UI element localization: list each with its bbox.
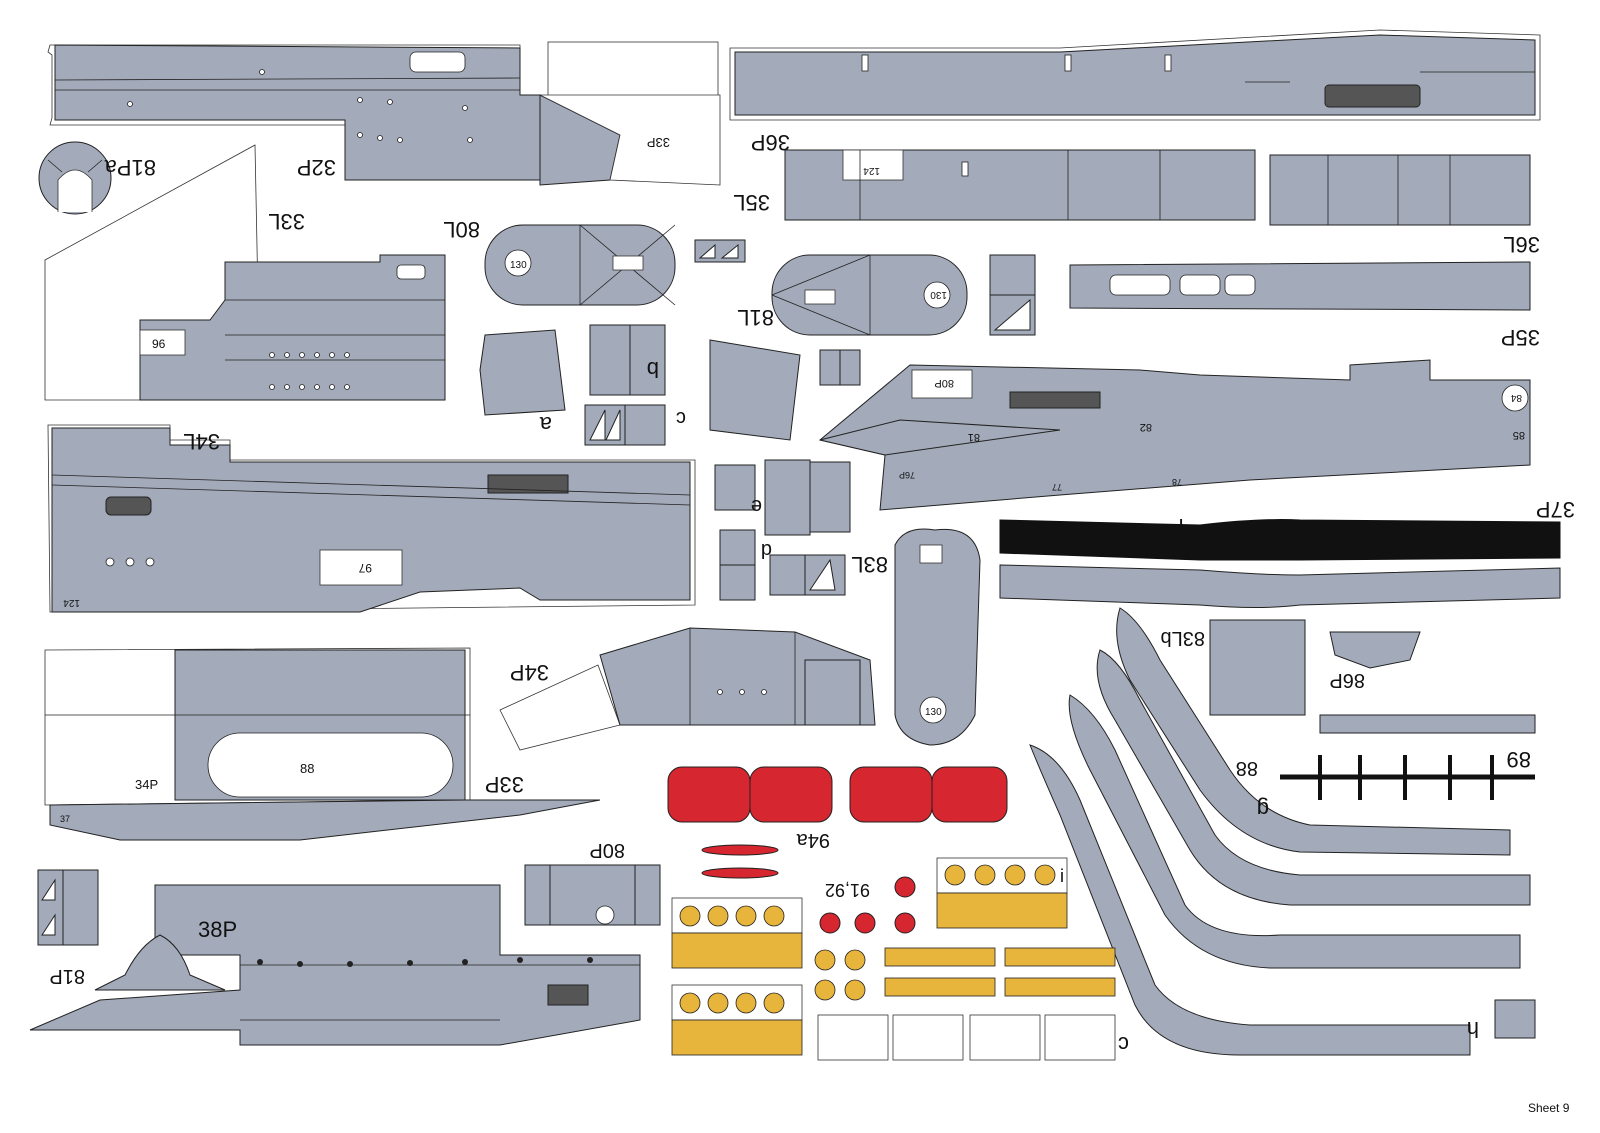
label-36P: 36P [751, 130, 790, 155]
number-82: 82 [1140, 421, 1152, 433]
part-36L: 36L [1269, 154, 1540, 257]
small-parts-cluster [479, 239, 1036, 601]
label-89: 89 [1507, 747, 1531, 772]
label-80P-inner: 80P [934, 377, 954, 389]
number-81: 81 [968, 431, 980, 443]
letter-h: h [1467, 1017, 1479, 1042]
part-34L: 97 124 34L [47, 424, 696, 613]
label-94a: 94a [796, 829, 830, 851]
label-80L: 80L [443, 217, 480, 242]
ladder-part: 88 [1236, 755, 1535, 800]
number-76P: 76P [899, 470, 915, 480]
part-83Lb: 83Lb [1161, 619, 1306, 716]
label-33P: 33P [485, 772, 524, 797]
letter-a: a [539, 412, 552, 437]
label-36L: 36L [1503, 232, 1540, 257]
part-86P: 86P [1329, 631, 1421, 691]
letter-b: b [647, 357, 659, 382]
number-130a: 130 [510, 260, 527, 271]
part-80L: 130 80L [443, 217, 676, 306]
label-32P: 32P [297, 155, 336, 180]
part-33P-small: 33P [539, 41, 721, 186]
letter-e: e [751, 495, 762, 517]
label-81L: 81L [737, 305, 774, 330]
letter-i: i [1060, 866, 1064, 886]
part-strips-f [999, 519, 1561, 608]
part-34P: 34P [499, 627, 876, 751]
number-97: 97 [358, 561, 372, 575]
label-80P: 80P [589, 839, 625, 861]
label-86P: 86P [1329, 669, 1365, 691]
part-35P: 35P [1069, 261, 1540, 350]
part-81Pa: 81Pa [38, 141, 156, 215]
letter-d: d [761, 539, 772, 561]
number-96: 96 [152, 337, 166, 351]
letter-g: g [1257, 797, 1269, 822]
assembly-letters: b a c e d f g h i c [539, 357, 1479, 1057]
part-89: 89 [1319, 714, 1536, 772]
number-124b: 124 [63, 597, 80, 608]
curved-strip-parts [1029, 607, 1536, 1056]
number-130b: 130 [930, 289, 947, 300]
number-77: 77 [1052, 482, 1062, 492]
red-parts: 94a [667, 766, 1008, 879]
portholes [269, 352, 350, 390]
mark-34P: 34P [135, 777, 158, 792]
part-33L: 96 33L [44, 144, 446, 401]
yellow-parts [671, 857, 1116, 1061]
number-78: 78 [1172, 477, 1182, 487]
label-34P: 34P [510, 660, 549, 685]
part-35L: 124 35L [733, 149, 1256, 221]
label-38P: 38P [198, 917, 237, 942]
part-80P: 80P [524, 839, 661, 926]
label-81Pa: 81Pa [104, 155, 156, 180]
letter-c: c [676, 407, 686, 429]
label-83Lb: 83Lb [1161, 627, 1206, 649]
part-33P: 88 34P 37 33P [44, 647, 601, 841]
number-130-col: 130 [925, 707, 942, 718]
sheet-label: Sheet 9 [1528, 1101, 1570, 1115]
number-85: 85 [1513, 429, 1525, 441]
number-84: 84 [1510, 392, 1522, 403]
part-38P: 38P [29, 884, 641, 1046]
part-91-92: 91,92 [814, 876, 916, 1001]
letter-c2: c [1118, 1032, 1129, 1057]
label-83L: 83L [851, 552, 888, 577]
part-36P: 36P [729, 29, 1541, 155]
label-81P: 81P [49, 965, 85, 987]
part-83L: 130 83L [851, 528, 981, 746]
label-33P-small: 33P [647, 135, 670, 150]
label-35L: 35L [733, 190, 770, 215]
part-32P: 32P [47, 44, 541, 181]
number-88: 88 [300, 761, 314, 776]
number-124a: 124 [863, 165, 880, 176]
label-37P: 37P [1536, 497, 1575, 522]
label-35P: 35P [1501, 325, 1540, 350]
part-81L: 130 81L [737, 254, 968, 336]
letter-f: f [1177, 514, 1184, 539]
label-88: 88 [1236, 757, 1258, 779]
label-33L: 33L [268, 209, 305, 234]
label-91-92: 91,92 [825, 880, 870, 900]
part-81P: 81P [37, 869, 226, 991]
part-37P: 80P 84 82 81 85 78 77 76P 37P [818, 359, 1575, 522]
number-37: 37 [60, 814, 70, 824]
label-34L: 34L [183, 429, 220, 454]
